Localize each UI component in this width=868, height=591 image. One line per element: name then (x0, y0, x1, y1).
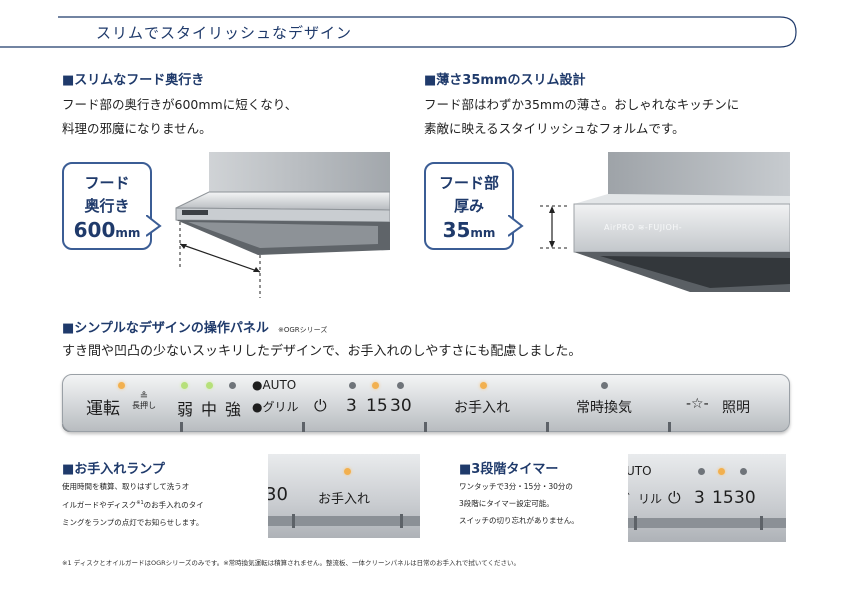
panel-divider (302, 422, 305, 432)
light-button[interactable]: 照明 (722, 400, 750, 416)
closeup-base (628, 518, 786, 528)
timer3-lamp (349, 382, 356, 389)
grill-label[interactable]: ●グリル (252, 400, 299, 414)
lamp-description: 使用時間を積算、取りはずして洗うオ イルガードやディスク※1のお手入れのタイ ミ… (62, 478, 204, 531)
weak-button[interactable]: 弱 (177, 400, 194, 419)
timer15-lamp (372, 382, 379, 389)
timer-3-button[interactable]: 3 (346, 396, 357, 416)
lamp-description-line3: ミングをランプの点灯でお知らせします。 (62, 517, 204, 527)
section-banner (0, 16, 797, 48)
long-press-label: ≗ 長押し (132, 391, 156, 411)
timer-section-title: ■3段階タイマー (459, 462, 559, 477)
closeup-timer-icon: ⏻ (668, 488, 681, 507)
weak-lamp (181, 382, 188, 389)
thin-description-line2: 素敵に映えるスタイリッシュなフォルムです。 (424, 121, 685, 136)
constant-vent-lamp (601, 382, 608, 389)
maintenance-closeup: 30 お手入れ (268, 454, 420, 538)
closeup-base (268, 516, 420, 526)
panel-section-heading: ■シンプルなデザインの操作パネル ※OGRシリーズ (62, 317, 327, 336)
thin-section-title: ■薄さ35mmのスリム設計 (424, 73, 586, 88)
closeup-timer30-lamp (740, 468, 747, 475)
thickness-callout-value: 35 (442, 218, 471, 242)
strong-button[interactable]: 強 (225, 400, 242, 419)
callout-pointer (146, 215, 162, 237)
closeup-divider (292, 514, 295, 528)
lamp-section-title: ■お手入れランプ (62, 462, 165, 477)
timer-closeup: UTO ゛リル ⏻ 3 15 30 (628, 454, 786, 542)
depth-callout: フード 奥行き 600mm (62, 162, 152, 250)
constant-vent-button[interactable]: 常時換気 (576, 400, 632, 416)
footnote: ※1 ディスクとオイルガードはOGRシリーズのみです。※常時換気運転は積算されま… (62, 559, 521, 567)
timer-description-line2: 3段階にタイマー設定可能。 (459, 499, 554, 508)
closeup-timer3: 3 (694, 488, 705, 508)
thickness-callout-line2: 厚み (453, 197, 484, 215)
hood-thickness-illustration (540, 152, 790, 292)
closeup-maintenance-label: お手入れ (318, 492, 371, 507)
run-label: 運転 (86, 399, 120, 419)
lamp-description-line2b: のお手入れのタイ (143, 500, 204, 510)
long-press-text: 長押し (132, 401, 156, 410)
closeup-divider (634, 516, 637, 530)
timer30-lamp (397, 382, 404, 389)
closeup-timer15: 15 (712, 488, 734, 508)
depth-description: フード部の奥行きが600mmに短くなり、 料理の邪魔になりません。 (62, 93, 297, 141)
run-button[interactable]: 運転 (86, 394, 120, 419)
panel-description: すき間や凹凸の少ないスッキリしたデザインで、お手入れのしやすさにも配慮しました。 (62, 344, 582, 359)
timer-description-line1: ワンタッチで3分・15分・30分の (459, 482, 573, 491)
panel-section-title: ■シンプルなデザインの操作パネル (62, 321, 269, 336)
closeup-timer30: 30 (734, 488, 756, 508)
lamp-description-footnote-ref: ※1 (136, 500, 144, 506)
closeup-maintenance-lamp (344, 468, 351, 475)
thickness-callout-line1: フード部 (438, 174, 499, 192)
strong-lamp (229, 382, 236, 389)
closeup-grill-label: ゛リル (628, 492, 663, 506)
long-press-icon: ≗ (139, 391, 149, 402)
panel-series-note: ※OGRシリーズ (278, 326, 328, 334)
lamp-description-line1: 使用時間を積算、取りはずして洗うオ (62, 482, 190, 491)
thin-description-line1: フード部はわずか35mmの薄さ。おしゃれなキッチンに (424, 97, 740, 112)
timer-description: ワンタッチで3分・15分・30分の 3段階にタイマー設定可能。 スイッチの切り忘… (459, 478, 579, 529)
panel-divider (180, 422, 183, 432)
closeup-divider (760, 516, 763, 530)
closeup-divider (400, 514, 403, 528)
depth-callout-unit: mm (115, 226, 141, 240)
banner-title: スリムでスタイリッシュなデザイン (96, 24, 353, 42)
depth-callout-value: 600 (73, 218, 116, 242)
timer-30-button[interactable]: 30 (390, 396, 412, 416)
timer-15-button[interactable]: 15 (366, 396, 388, 416)
depth-callout-line1: フード (84, 174, 130, 192)
closeup-30-label: 30 (268, 484, 288, 505)
panel-divider (668, 422, 671, 432)
thin-description: フード部はわずか35mmの薄さ。おしゃれなキッチンに 素敵に映えるスタイリッシュ… (424, 93, 739, 141)
callout-pointer (508, 215, 524, 237)
thickness-callout-unit: mm (470, 226, 496, 240)
closeup-timer3-lamp (698, 468, 705, 475)
maintenance-button[interactable]: お手入れ (454, 400, 510, 416)
run-lamp (118, 382, 125, 389)
panel-divider (546, 422, 549, 432)
closeup-auto-label: UTO (628, 464, 652, 478)
depth-description-line2: 料理の邪魔になりません。 (62, 121, 212, 136)
maintenance-lamp (480, 382, 487, 389)
thickness-callout: フード部 厚み 35mm (424, 162, 514, 250)
mid-lamp (206, 382, 213, 389)
depth-description-line1: フード部の奥行きが600mmに短くなり、 (62, 97, 298, 112)
hood-side-illustration (175, 152, 390, 298)
brand-logo: AirPRO ≋-FUJIOH- (604, 223, 683, 232)
panel-divider (424, 422, 427, 432)
timer-description-line3: スイッチの切り忘れがありません。 (459, 516, 579, 525)
mid-button[interactable]: 中 (201, 400, 218, 419)
closeup-timer15-lamp (718, 468, 725, 475)
lamp-description-line2: イルガードやディスク (62, 500, 137, 510)
timer-icon[interactable]: ⏻ (314, 396, 327, 415)
light-icon: -☆- (686, 396, 709, 412)
auto-label[interactable]: ●AUTO (252, 378, 297, 392)
depth-callout-line2: 奥行き (84, 197, 130, 215)
depth-section-title: ■スリムなフード奥行き (62, 73, 205, 88)
